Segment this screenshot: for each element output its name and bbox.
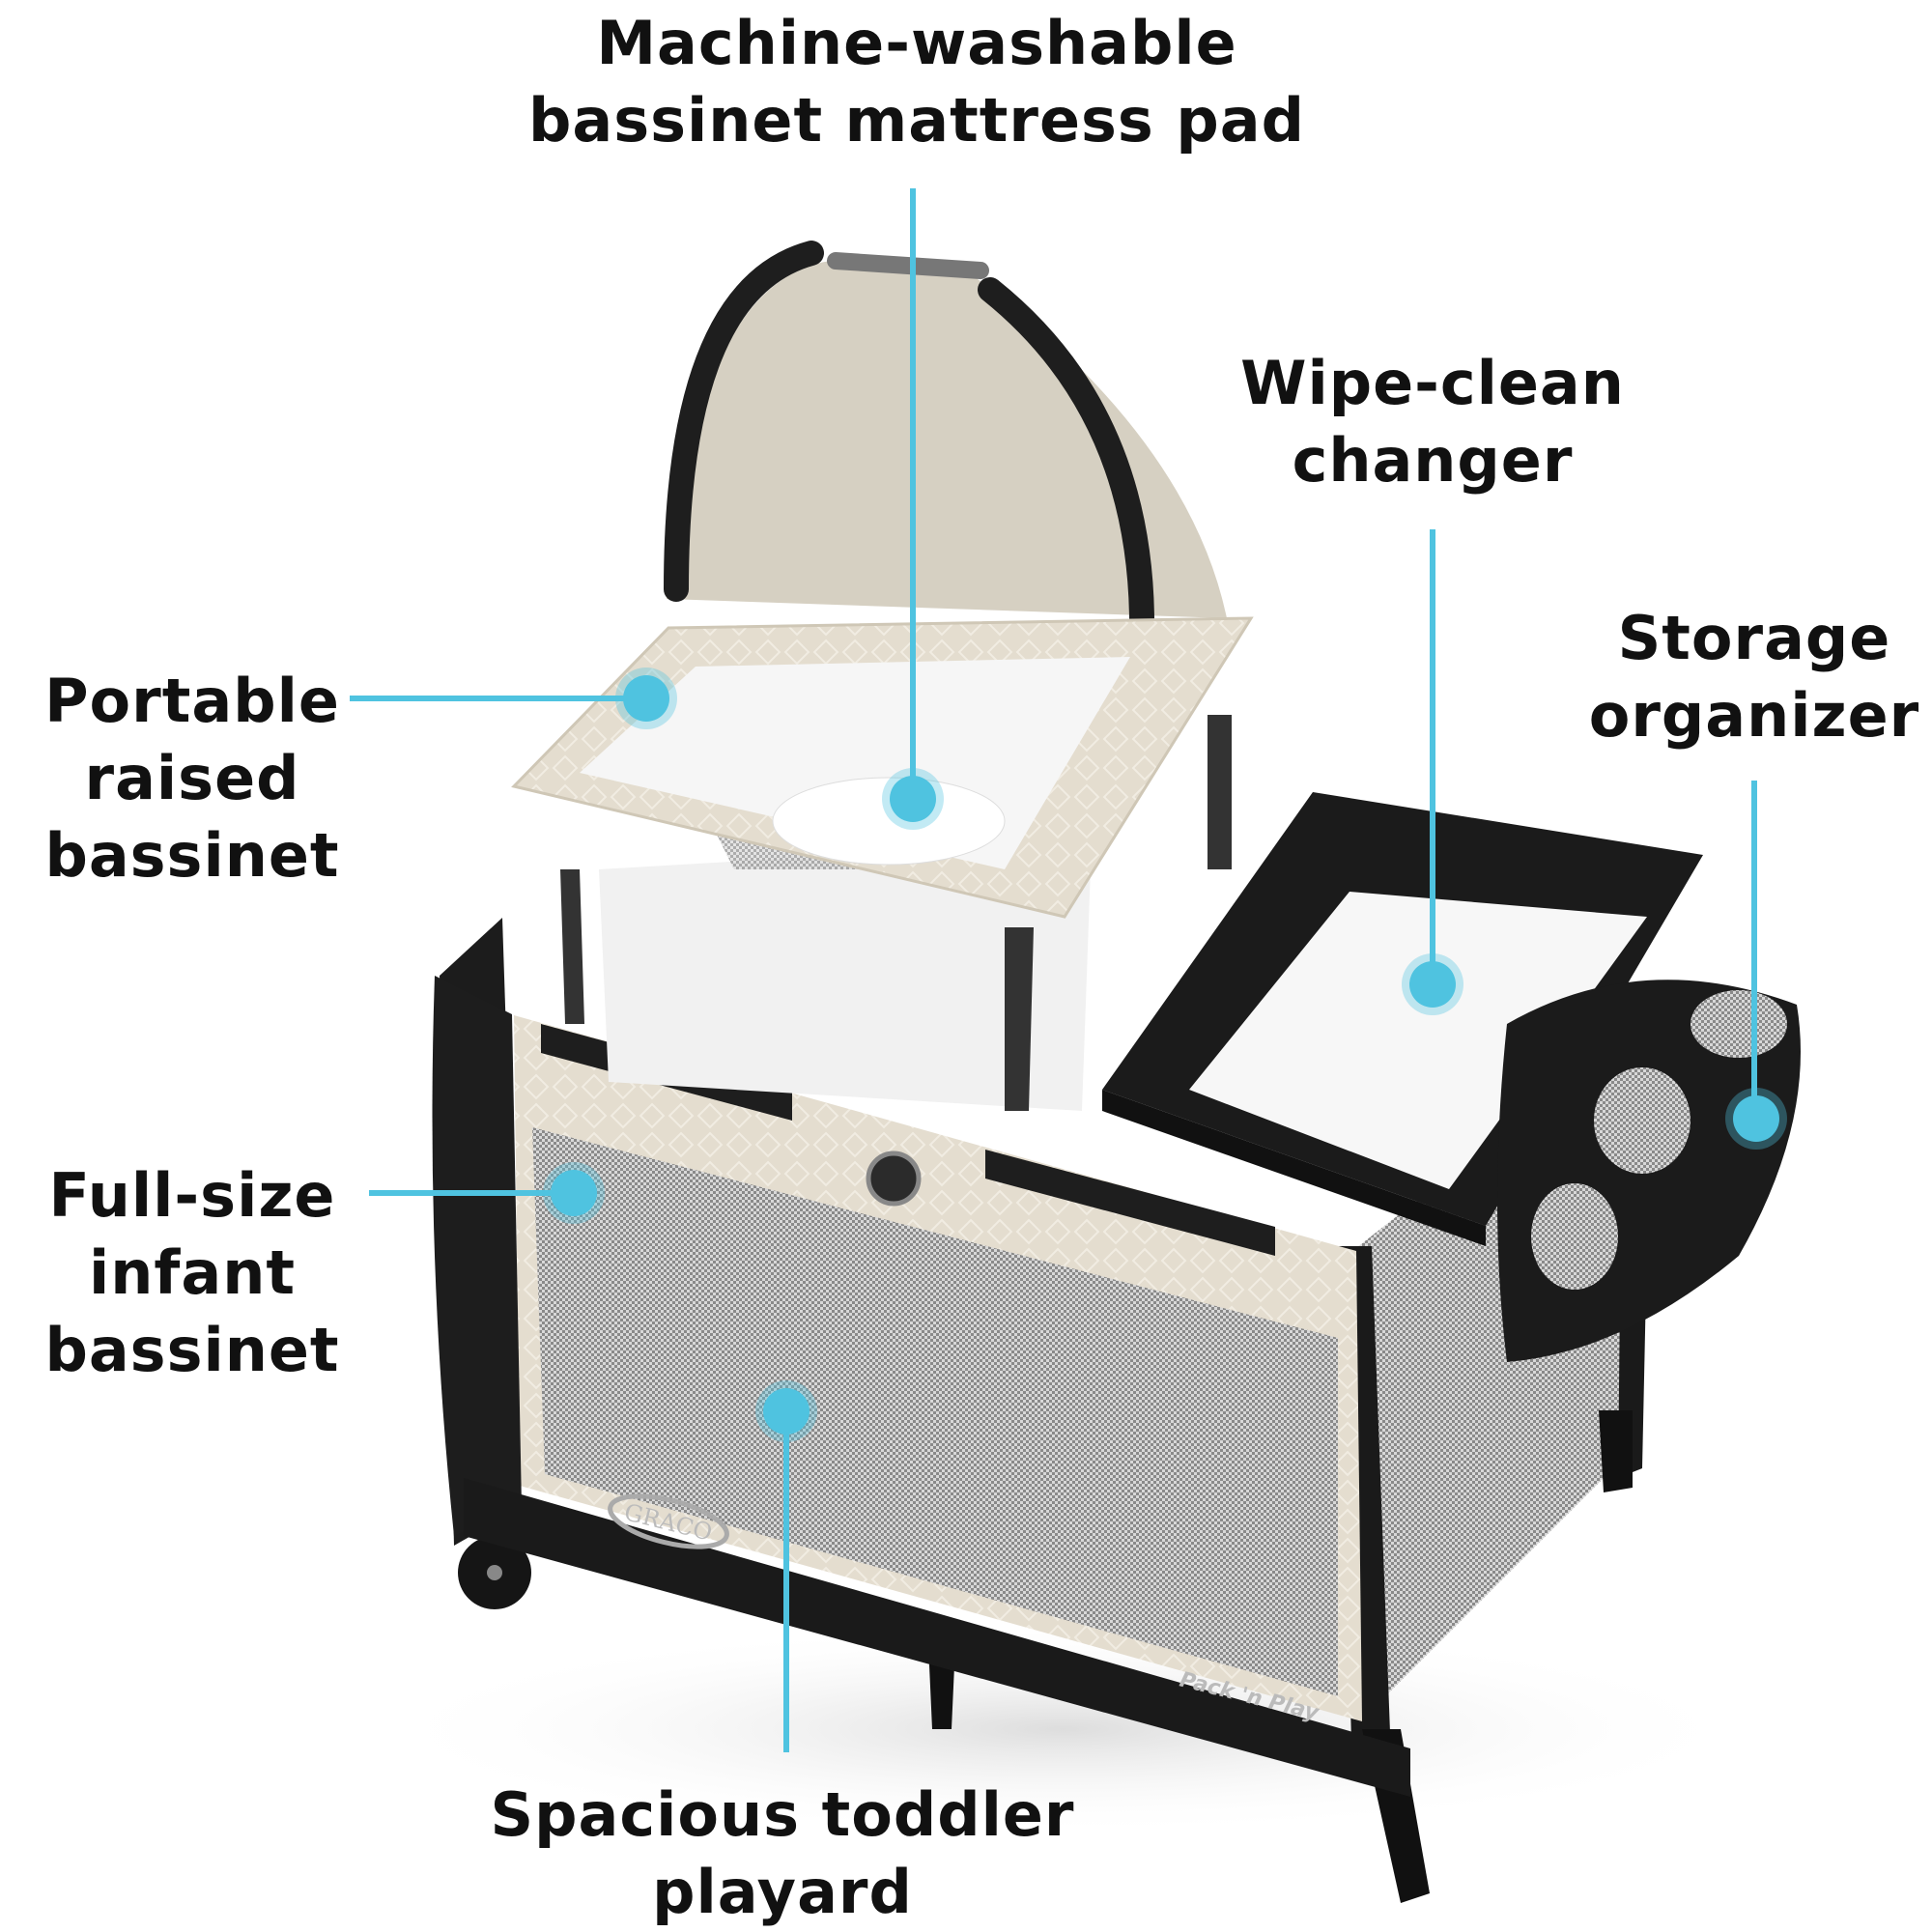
label-line: raised bbox=[84, 743, 300, 813]
label-line: bassinet bbox=[44, 820, 340, 891]
left-frame bbox=[432, 976, 522, 1536]
bassinet-leg bbox=[1208, 715, 1232, 869]
carry-handle bbox=[827, 252, 989, 279]
bassinet-leg bbox=[1005, 927, 1034, 1111]
label-line: Portable bbox=[44, 666, 340, 736]
bottom-rail bbox=[464, 1478, 1410, 1797]
callout-label-playard: Spacious toddler playard bbox=[491, 1776, 1075, 1931]
label-line: Wipe-clean bbox=[1240, 348, 1625, 418]
callout-dot bbox=[1409, 961, 1456, 1008]
label-line: Machine-washable bbox=[596, 8, 1237, 78]
label-line: organizer bbox=[1588, 680, 1920, 751]
callout-lines bbox=[350, 188, 1757, 1752]
graco-logo-badge bbox=[608, 1493, 729, 1549]
canopy-arm bbox=[978, 277, 1155, 689]
changer-pad bbox=[1189, 892, 1647, 1189]
label-line: playard bbox=[652, 1857, 913, 1927]
label-line: Full-size bbox=[48, 1160, 336, 1231]
bassinet-mattress bbox=[772, 777, 1006, 866]
callout-dot bbox=[623, 675, 669, 722]
callout-label-raised-bassinet: Portable raised bassinet bbox=[44, 663, 340, 895]
top-rail-right bbox=[985, 1150, 1275, 1256]
front-mesh bbox=[532, 1127, 1338, 1696]
bassinet-canopy bbox=[667, 261, 1227, 618]
callout-label-changer: Wipe-clean changer bbox=[1240, 345, 1625, 499]
organizer-pocket bbox=[1531, 1183, 1618, 1290]
changer-edge bbox=[1102, 1090, 1486, 1246]
label-line: Storage bbox=[1617, 603, 1891, 673]
label-line: Spacious toddler bbox=[490, 1779, 1075, 1850]
organizer-pocket bbox=[1690, 990, 1787, 1058]
callout-dot bbox=[551, 1170, 597, 1216]
organizer-pocket bbox=[1594, 1067, 1690, 1174]
bassinet-leg bbox=[560, 869, 584, 1024]
center-hub-button bbox=[866, 1151, 922, 1207]
callout-dot bbox=[763, 1388, 810, 1435]
callout-dots bbox=[543, 668, 1787, 1442]
callout-label-infant-bassinet: Full-size infant bassinet bbox=[44, 1157, 339, 1389]
label-line: infant bbox=[89, 1237, 296, 1308]
callout-label-mattress-pad: Machine-washable bassinet mattress pad bbox=[528, 5, 1305, 159]
label-line: changer bbox=[1292, 425, 1574, 496]
callout-dot bbox=[890, 776, 936, 822]
back-right-leg bbox=[1599, 1410, 1633, 1492]
callout-dot bbox=[1733, 1095, 1779, 1142]
bassinet-mesh-body bbox=[599, 840, 1092, 1111]
wheel-hub bbox=[487, 1565, 502, 1580]
label-line: bassinet bbox=[44, 1315, 340, 1385]
label-line: bassinet mattress pad bbox=[527, 85, 1306, 156]
callout-label-organizer: Storage organizer bbox=[1589, 600, 1920, 754]
canopy-arm bbox=[664, 241, 824, 602]
